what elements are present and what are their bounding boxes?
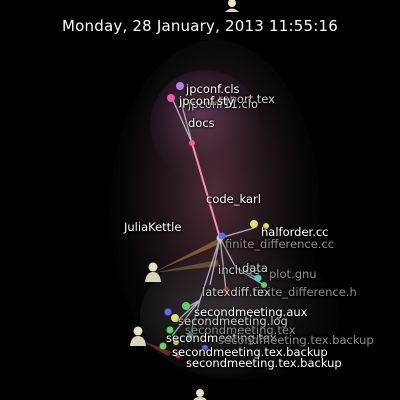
edge-docs [191, 142, 221, 239]
user-avatar-julia [145, 262, 161, 282]
file-label-sm-tex-backup: secondmeeting.tex.backup [186, 356, 342, 370]
file-node-jpconf-sty [167, 94, 175, 102]
file-node [182, 302, 190, 310]
file-label-jpconf-sty: jpconf.sty [179, 94, 235, 108]
file-node [173, 339, 179, 345]
user-action-beam [152, 260, 219, 273]
edge-secondmeeting [199, 237, 221, 301]
file-node [159, 342, 167, 350]
user-label-julia: JuliaKettle [124, 220, 182, 234]
file-label-halforder: halforder.cc [261, 225, 329, 239]
edge-file [171, 299, 201, 337]
file-node-fd-cc [218, 232, 226, 240]
file-label-fd-cc: finite_difference.cc [225, 237, 335, 251]
file-label-plot: plot.gnu [269, 267, 317, 281]
user-avatar-top [225, 0, 239, 12]
file-label-sm-tex-backup: secondmeeting.tex.backup [218, 333, 374, 347]
file-label-sm-log: secondmeeting.log [178, 314, 288, 328]
file-node [171, 314, 179, 322]
user-action-beam [140, 340, 172, 356]
edge-halforder [219, 227, 255, 239]
file-node [202, 345, 208, 351]
file-label-report-tex: report.tex [218, 92, 275, 106]
file-node [263, 223, 269, 229]
timestamp: Monday, 28 January, 2013 11:55:16 [62, 17, 338, 35]
file-label-sm-tex-backup: secondmeeting.tex.backup [172, 345, 328, 359]
file-node [187, 332, 193, 338]
dir-label-root: code_karl [206, 192, 261, 206]
dir-node-docs [189, 140, 195, 146]
file-node [175, 352, 181, 358]
file-label-jpconf11-clo: jpconf11.clo [188, 97, 259, 111]
file-node-fd-h [261, 282, 267, 288]
file-node-plot [254, 274, 262, 282]
file-label-sm-aux: secondmeeting.aux [194, 305, 308, 319]
file-node [166, 326, 174, 334]
user-action-beam [152, 238, 222, 273]
file-node-latexdiff [223, 287, 229, 293]
file-label-fd-h: finite_difference.h [253, 285, 357, 299]
file-node-jpconf-cls [176, 82, 184, 90]
edge-jpconf-sty [171, 97, 193, 144]
edge-latexdiff [219, 237, 227, 291]
file-node [164, 308, 172, 316]
file-node-halforder [250, 220, 258, 228]
edge-file [175, 299, 201, 323]
file-label-latexdiff: latexdiff.tex [202, 285, 271, 299]
user-avatar-bottom [193, 389, 207, 400]
file-label-jpconf-cls: jpconf.cls [186, 82, 240, 96]
edge-data [209, 237, 221, 286]
edge-jpconf-cls [179, 97, 193, 144]
dir-label-data: data [242, 261, 268, 275]
file-label-sm-tex: secondmeeting.tex [185, 323, 296, 337]
dir-label-include: include [218, 263, 260, 277]
edge-include [219, 237, 237, 269]
edge-fd-h [235, 267, 265, 286]
dir-label-docs: docs [188, 116, 215, 130]
user-avatar-left [130, 326, 146, 346]
file-label-sm-tex: secondmeeting.tex [166, 331, 277, 345]
